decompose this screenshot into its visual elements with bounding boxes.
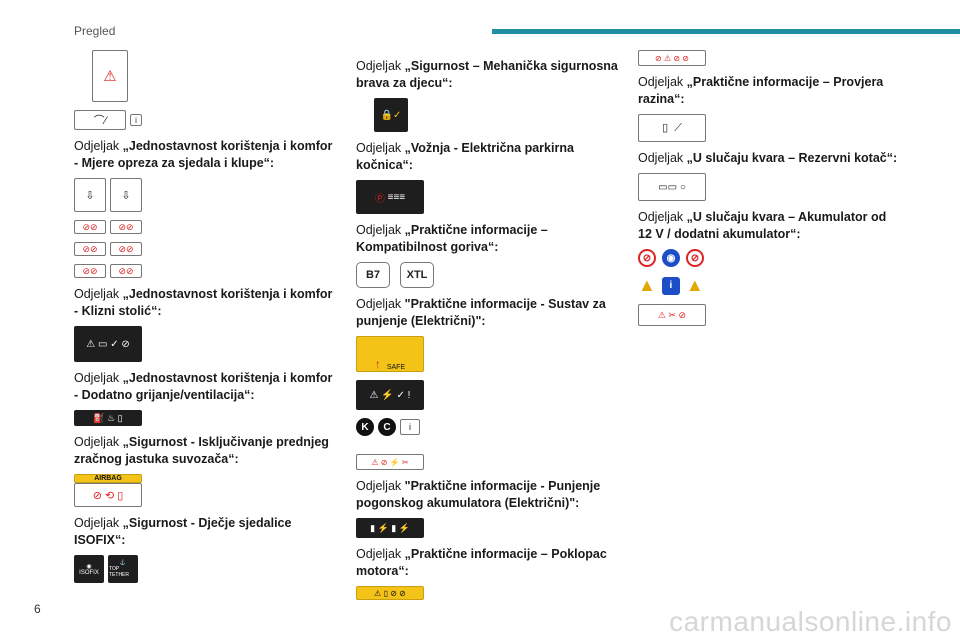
column-2: Odjeljak „Sigurnost – Mehanička sigurnos… bbox=[356, 50, 618, 608]
top-tether-icon: ⚓TOP TETHER bbox=[108, 555, 138, 583]
caption-fuel: Odjeljak „Praktične informacije – Kompat… bbox=[356, 223, 548, 254]
header-label: Pregled bbox=[74, 24, 116, 38]
seat-prohibition-icons-2: ⊘⊘ ⊘⊘ bbox=[74, 242, 336, 256]
bonnet-icons: ⚠ ▯ ⊘ ⊘ bbox=[356, 586, 618, 600]
column-3: ⊘ ⚠ ⊘ ⊘ Odjeljak „Praktične informacije … bbox=[638, 50, 900, 334]
no-smoking-icon: ⊘ bbox=[638, 249, 656, 267]
spare-wheel-icon: ▭▭ ○ bbox=[638, 173, 706, 201]
bonnet-warning-icon: ⚠ ▯ ⊘ ⊘ bbox=[356, 586, 424, 600]
traction-warning-strip-icon: ⚠ ⊘ ⚡ ✂ bbox=[356, 454, 424, 470]
sliding-table-icon: ⚠ ▭ ✓ ⊘ bbox=[74, 326, 142, 362]
seat-fold-icon: ⇩ bbox=[74, 178, 106, 212]
seat-fold-icon: ⇩ bbox=[110, 178, 142, 212]
header-accent-bar bbox=[492, 29, 960, 34]
caption-sliding-table: Odjeljak „Jednostavnost korištenja i kom… bbox=[74, 287, 333, 318]
levels-top-icons: ⊘ ⚠ ⊘ ⊘ bbox=[638, 50, 900, 66]
seat-no-icon: ⊘⊘ bbox=[110, 242, 142, 256]
caption-seats: Odjeljak „Jednostavnost korištenja i kom… bbox=[74, 139, 333, 170]
seat-prohibition-icons-3: ⊘⊘ ⊘⊘ bbox=[74, 264, 336, 278]
c-badge-icon: C bbox=[378, 418, 396, 436]
spare-wheel-icons: ▭▭ ○ bbox=[638, 173, 900, 201]
caption-traction-battery: Odjeljak "Praktične informacije - Punjen… bbox=[356, 479, 601, 510]
charging-icons-3: K C i bbox=[356, 418, 618, 436]
seat-belt-icons: ⌒⁄ i bbox=[74, 110, 336, 130]
airbag-child-seat-icon: ⊘ ⟲ ▯ bbox=[74, 483, 142, 507]
seat-no-icon: ⊘⊘ bbox=[74, 220, 106, 234]
traction-battery-icon: ▮ ⚡ ▮ ⚡ bbox=[356, 518, 424, 538]
k-badge-icon: K bbox=[356, 418, 374, 436]
seat-warning-icon: ⚠ bbox=[92, 50, 128, 102]
caption-bonnet: Odjeljak „Praktične informacije – Poklop… bbox=[356, 547, 607, 578]
charging-safe-icon: ↑SAFE bbox=[356, 336, 424, 372]
page-number: 6 bbox=[34, 602, 41, 616]
battery-connection-icon: ⚠ ✂ ⊘ bbox=[638, 304, 706, 326]
corrosive-warning-icon: ▲ bbox=[638, 275, 656, 295]
charging-icons-2: ⚠ ⚡ ✓ ! bbox=[356, 380, 618, 410]
seat-fold-icons: ⇩ ⇩ bbox=[74, 178, 336, 212]
manual-icon: i bbox=[130, 114, 142, 126]
explosive-warning-icon: ▲ bbox=[685, 275, 704, 295]
parking-brake-label-icon: Ⓟ ≡≡≡ bbox=[356, 180, 424, 214]
heating-icons: ⛽ ♨ ▯ bbox=[74, 410, 336, 426]
watermark: carmanualsonline.info bbox=[669, 606, 952, 637]
traction-battery-icons: ▮ ⚡ ▮ ⚡ bbox=[356, 518, 618, 538]
airbag-icons: AIRBAG ⊘ ⟲ ▯ bbox=[74, 474, 336, 507]
battery-extra-icons: ⚠ ✂ ⊘ bbox=[638, 304, 900, 326]
traction-warning-icons: ⚠ ⊘ ⚡ ✂ bbox=[356, 454, 618, 470]
seat-no-icon: ⊘⊘ bbox=[110, 220, 142, 234]
parking-brake-icons: Ⓟ ≡≡≡ bbox=[356, 180, 618, 214]
seat-no-icon: ⊘⊘ bbox=[110, 264, 142, 278]
manual-blue-icon: i bbox=[661, 276, 680, 295]
caption-airbag: Odjeljak „Sigurnost - Isključivanje pred… bbox=[74, 435, 329, 466]
caption-child-lock: Odjeljak „Sigurnost – Mehanička sigurnos… bbox=[356, 59, 618, 90]
no-children-icon: ⊘ bbox=[686, 249, 704, 267]
child-lock-icons: 🔒✓ bbox=[374, 98, 618, 132]
airbag-warning-label: AIRBAG bbox=[74, 474, 142, 483]
seat-prohibition-icons-1: ⊘⊘ ⊘⊘ bbox=[74, 220, 336, 234]
isofix-icons: ◉ISOFIX ⚓TOP TETHER bbox=[74, 555, 336, 583]
seat-warning-icons: ⚠ bbox=[92, 50, 336, 102]
caption-isofix: Odjeljak „Sigurnost - Dječje sjedalice I… bbox=[74, 516, 292, 547]
battery-prohibition-icons: ⊘ ◉ ⊘ bbox=[638, 249, 900, 267]
caption-spare-wheel: Odjeljak „U slučaju kvara – Rezervni kot… bbox=[638, 151, 898, 165]
manual-icon: i bbox=[400, 419, 420, 435]
seat-no-icon: ⊘⊘ bbox=[74, 264, 106, 278]
caption-heating: Odjeljak „Jednostavnost korištenja i kom… bbox=[74, 371, 333, 402]
levels-icons: ▯ ⟋ bbox=[638, 114, 900, 142]
caption-battery12v: Odjeljak „U slučaju kvara – Akumulator o… bbox=[638, 210, 887, 241]
levels-warning-strip-icon: ⊘ ⚠ ⊘ ⊘ bbox=[638, 50, 706, 66]
seat-belt-icon: ⌒⁄ bbox=[74, 110, 126, 130]
charging-status-icon: ⚠ ⚡ ✓ ! bbox=[356, 380, 424, 410]
seat-no-icon: ⊘⊘ bbox=[74, 242, 106, 256]
isofix-icon: ◉ISOFIX bbox=[74, 555, 104, 583]
caption-levels: Odjeljak „Praktične informacije – Provje… bbox=[638, 75, 884, 106]
fuel-heater-icon: ⛽ ♨ ▯ bbox=[74, 410, 142, 426]
caption-parking-brake: Odjeljak „Vožnja - Električna parkirna k… bbox=[356, 141, 574, 172]
fuel-icons: B7 XTL bbox=[356, 262, 618, 288]
battery-warning-icons: ▲ i ▲ bbox=[638, 275, 900, 296]
levels-check-icon: ▯ ⟋ bbox=[638, 114, 706, 142]
fuel-xtl-icon: XTL bbox=[400, 262, 434, 288]
eye-protection-icon: ◉ bbox=[662, 249, 680, 267]
fuel-b7-icon: B7 bbox=[356, 262, 390, 288]
child-lock-icon: 🔒✓ bbox=[374, 98, 408, 132]
sliding-table-icons: ⚠ ▭ ✓ ⊘ bbox=[74, 326, 336, 362]
column-1: ⚠ ⌒⁄ i Odjeljak „Jednostavnost korištenj… bbox=[74, 50, 336, 591]
caption-charging: Odjeljak "Praktične informacije - Sustav… bbox=[356, 297, 606, 328]
charging-icons-1: ↑SAFE bbox=[356, 336, 618, 372]
